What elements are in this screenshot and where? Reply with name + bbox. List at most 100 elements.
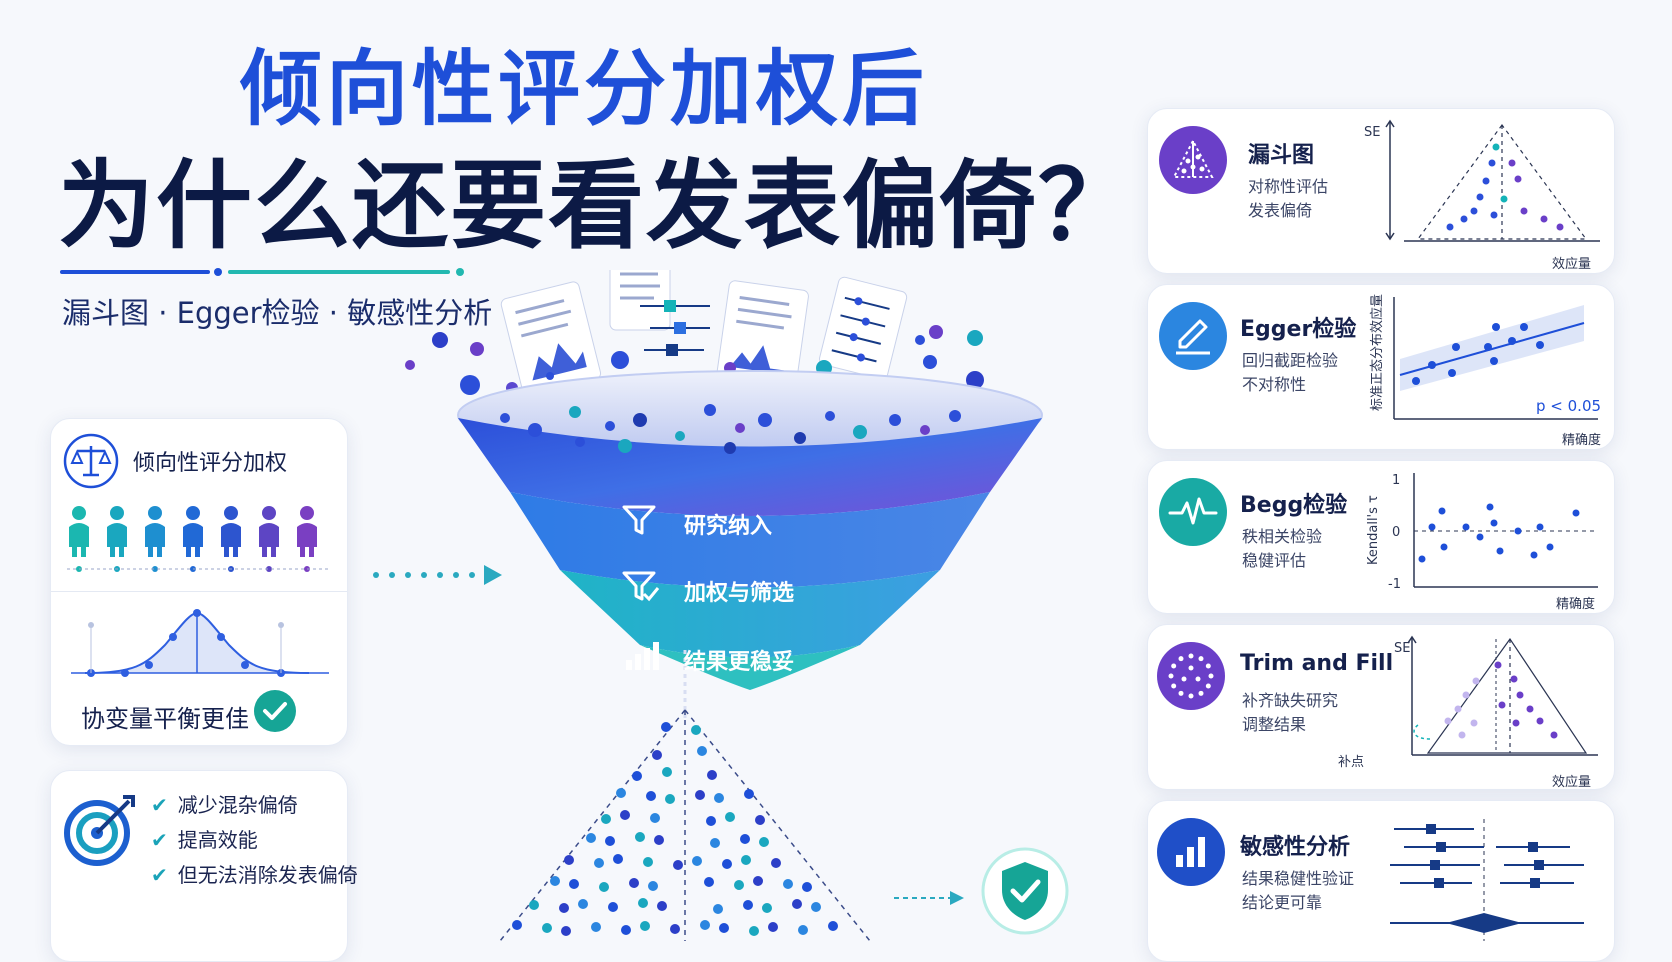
decor-dot	[753, 876, 763, 886]
decor-dot	[853, 425, 867, 439]
trim-fill-note: 补点	[1338, 755, 1365, 770]
decor-dot	[1205, 663, 1211, 669]
decor-dot	[762, 903, 772, 913]
decor-dot	[1171, 663, 1177, 669]
decor-dot	[706, 816, 716, 826]
decor-dot	[714, 793, 724, 803]
decor-dot	[966, 371, 984, 389]
decor-dot	[1168, 673, 1174, 679]
decor-dot	[529, 900, 539, 910]
decor-dot	[648, 881, 658, 891]
decor-dot	[811, 902, 821, 912]
scale-icon	[63, 433, 119, 489]
sensitivity-title: 敏感性分析	[1240, 835, 1351, 860]
balance-label: 协变量平衡更佳	[81, 705, 249, 733]
decor-dot	[1195, 676, 1201, 682]
decor-dot	[640, 921, 650, 931]
bar-chart-icon	[626, 642, 659, 670]
decor-dot	[713, 904, 723, 914]
decor-dot	[405, 360, 415, 370]
effect-item-1: ✔减少混杂偏倚	[151, 793, 298, 817]
decor-dot	[798, 925, 808, 935]
decor-dot	[722, 859, 732, 869]
sensitivity-card: 敏感性分析 结果稳健性验证结论更可靠	[1147, 800, 1615, 962]
decor-dot	[1178, 656, 1184, 662]
funnel-plot-desc: 对称性评估发表偏倚	[1248, 177, 1329, 220]
decor-dot	[794, 432, 806, 444]
decor-dot	[550, 876, 560, 886]
ps-card-title: 倾向性评分加权	[133, 451, 288, 476]
bar-chart-icon-sensitivity	[1157, 818, 1225, 886]
decor-dot	[675, 431, 685, 441]
decor-dot	[616, 788, 626, 798]
decor-dot	[923, 355, 937, 369]
decor-dot	[618, 439, 632, 453]
egger-chart	[1393, 297, 1598, 420]
decor-dot	[825, 411, 835, 421]
ps-effects-card: ✔减少混杂偏倚 ✔提高效能 ✔但无法消除发表偏倚	[50, 770, 358, 962]
decor-dot	[528, 423, 542, 437]
decor-dot	[460, 375, 480, 395]
decor-dot	[755, 815, 765, 825]
title-divider	[60, 268, 464, 276]
decor-dot	[710, 838, 720, 848]
decor-dot	[470, 342, 484, 356]
decor-dot	[643, 857, 653, 867]
decor-dot	[700, 920, 710, 930]
decor-dot	[652, 750, 662, 760]
decor-dot	[734, 880, 744, 890]
decor-dot	[704, 877, 714, 887]
decor-dot	[605, 421, 615, 431]
decor-dot	[594, 858, 604, 868]
decor-dot	[564, 855, 574, 865]
egger-pvalue: p < 0.05	[1536, 397, 1602, 415]
decor-dot	[1188, 665, 1194, 671]
decor-dot	[657, 901, 667, 911]
decor-dot	[725, 812, 735, 822]
trim-fill-icon	[1157, 642, 1225, 710]
page-subtitle: 漏斗图 · Egger检验 · 敏感性分析	[62, 296, 493, 330]
decor-dot	[929, 325, 943, 339]
decor-dot	[724, 442, 736, 454]
effect-item-2: ✔提高效能	[151, 828, 258, 852]
begg-xaxis: 精确度	[1556, 597, 1596, 612]
decor-dot	[735, 423, 745, 433]
trim-fill-chart	[1407, 635, 1598, 756]
decor-dot	[599, 882, 609, 892]
ps-weighting-card: 倾向性评分加权	[50, 418, 348, 746]
decor-dot	[633, 413, 647, 427]
decor-dot	[635, 832, 645, 842]
funnel-plot-xaxis: 效应量	[1552, 257, 1592, 272]
decor-dot	[665, 794, 675, 804]
arrow-into-funnel	[373, 565, 502, 585]
decor-dot	[740, 834, 750, 844]
decor-dot	[707, 770, 717, 780]
begg-chart	[1413, 473, 1598, 588]
trim-fill-yaxis: SE	[1394, 641, 1411, 656]
page-title-line1: 倾向性评分加权后	[240, 42, 929, 137]
decor-dot	[759, 837, 769, 847]
decor-dot	[1188, 693, 1194, 699]
decor-dot	[542, 923, 552, 933]
begg-yaxis: Kendall's τ	[1366, 495, 1381, 565]
begg-card: Begg检验 秩相关检验稳健评估 Kendall's τ 精确度 1 0 -1	[1147, 460, 1615, 614]
decor-dot	[569, 406, 581, 418]
decor-dot	[695, 790, 705, 800]
begg-title: Begg检验	[1240, 493, 1348, 518]
egger-xaxis: 精确度	[1562, 433, 1602, 448]
decor-dot	[432, 332, 448, 348]
decor-dot	[758, 413, 772, 427]
decor-dot	[650, 813, 660, 823]
check-circle-icon	[254, 690, 296, 732]
decor-dot	[741, 855, 751, 865]
effect-item-3: ✔但无法消除发表偏倚	[151, 863, 358, 887]
decor-dot	[591, 922, 601, 932]
decor-dot	[661, 722, 671, 732]
decor-dot	[1198, 656, 1204, 662]
funnel-layer-1: 研究纳入	[684, 514, 773, 539]
decor-dot	[1188, 653, 1194, 659]
decor-dot	[949, 410, 961, 422]
funnel-plot-title: 漏斗图	[1248, 143, 1315, 168]
filter-icon	[622, 505, 656, 535]
decor-dot	[662, 767, 672, 777]
